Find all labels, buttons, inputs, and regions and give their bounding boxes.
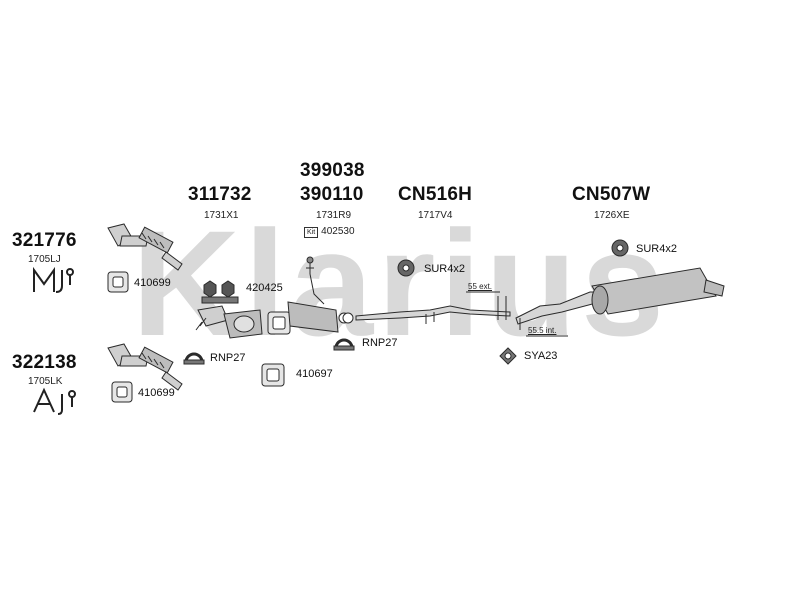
dpf-390110 bbox=[267, 256, 354, 335]
hanger-sur-right-icon bbox=[611, 239, 629, 257]
gasket-lower-icon bbox=[111, 381, 133, 403]
part-311732-code: 1731X1 bbox=[204, 210, 239, 221]
rnp27-left-label: RNP27 bbox=[210, 352, 246, 364]
clamp-rnp27-right-icon bbox=[333, 338, 355, 351]
part-cn507w-number: CN507W bbox=[572, 184, 651, 205]
bolt-kit-icon bbox=[201, 280, 239, 304]
front-pipe-upper bbox=[107, 223, 183, 271]
part-390110-code: 1731R9 bbox=[316, 210, 352, 221]
mounting-sya23-icon bbox=[499, 347, 517, 365]
sur-mid-label: SUR4x2 bbox=[424, 263, 465, 275]
sya23-label: SYA23 bbox=[524, 350, 558, 362]
kit-upper-code: 1705LJ bbox=[28, 254, 61, 265]
sur-right-label: SUR4x2 bbox=[636, 243, 677, 255]
gasket-upper-icon bbox=[107, 271, 129, 293]
part-cn507w-code: 1726XE bbox=[594, 210, 630, 221]
gasket-lower-label: 410699 bbox=[138, 387, 175, 399]
clamp-rnp27-left-icon bbox=[183, 352, 205, 365]
int-55-5-label: 55.5 int. bbox=[528, 326, 557, 335]
part-399038-number: 399038 bbox=[300, 160, 365, 181]
automatic-transmission-icon bbox=[33, 387, 76, 415]
bolt-kit-label: 420425 bbox=[246, 282, 283, 294]
kit-upper-number: 321776 bbox=[12, 230, 77, 251]
rnp27-right-label: RNP27 bbox=[362, 337, 398, 349]
rear-silencer-cn507w bbox=[515, 267, 725, 330]
manual-transmission-icon bbox=[33, 266, 74, 293]
gasket-410697-icon bbox=[261, 363, 285, 387]
hanger-sur-mid-icon bbox=[397, 259, 415, 277]
kit-lower-code: 1705LK bbox=[28, 376, 63, 387]
watermark-text: Klarius bbox=[132, 199, 669, 367]
kit-lower-number: 322138 bbox=[12, 352, 77, 373]
gasket-upper-label: 410699 bbox=[134, 277, 171, 289]
part-cn516h-code: 1717V4 bbox=[418, 210, 453, 221]
catalyst-311732 bbox=[195, 305, 263, 339]
kit-402530-number: 402530 bbox=[321, 226, 355, 237]
center-pipe-cn516h bbox=[355, 296, 511, 324]
part-390110-number: 390110 bbox=[300, 184, 364, 205]
part-311732-number: 311732 bbox=[188, 184, 252, 205]
gasket-410697-label: 410697 bbox=[296, 368, 333, 380]
part-cn516h-number: CN516H bbox=[398, 184, 473, 205]
kit-tag: Kit bbox=[304, 227, 319, 238]
front-pipe-lower bbox=[107, 343, 183, 391]
ext-55-label: 55 ext. bbox=[468, 282, 493, 291]
